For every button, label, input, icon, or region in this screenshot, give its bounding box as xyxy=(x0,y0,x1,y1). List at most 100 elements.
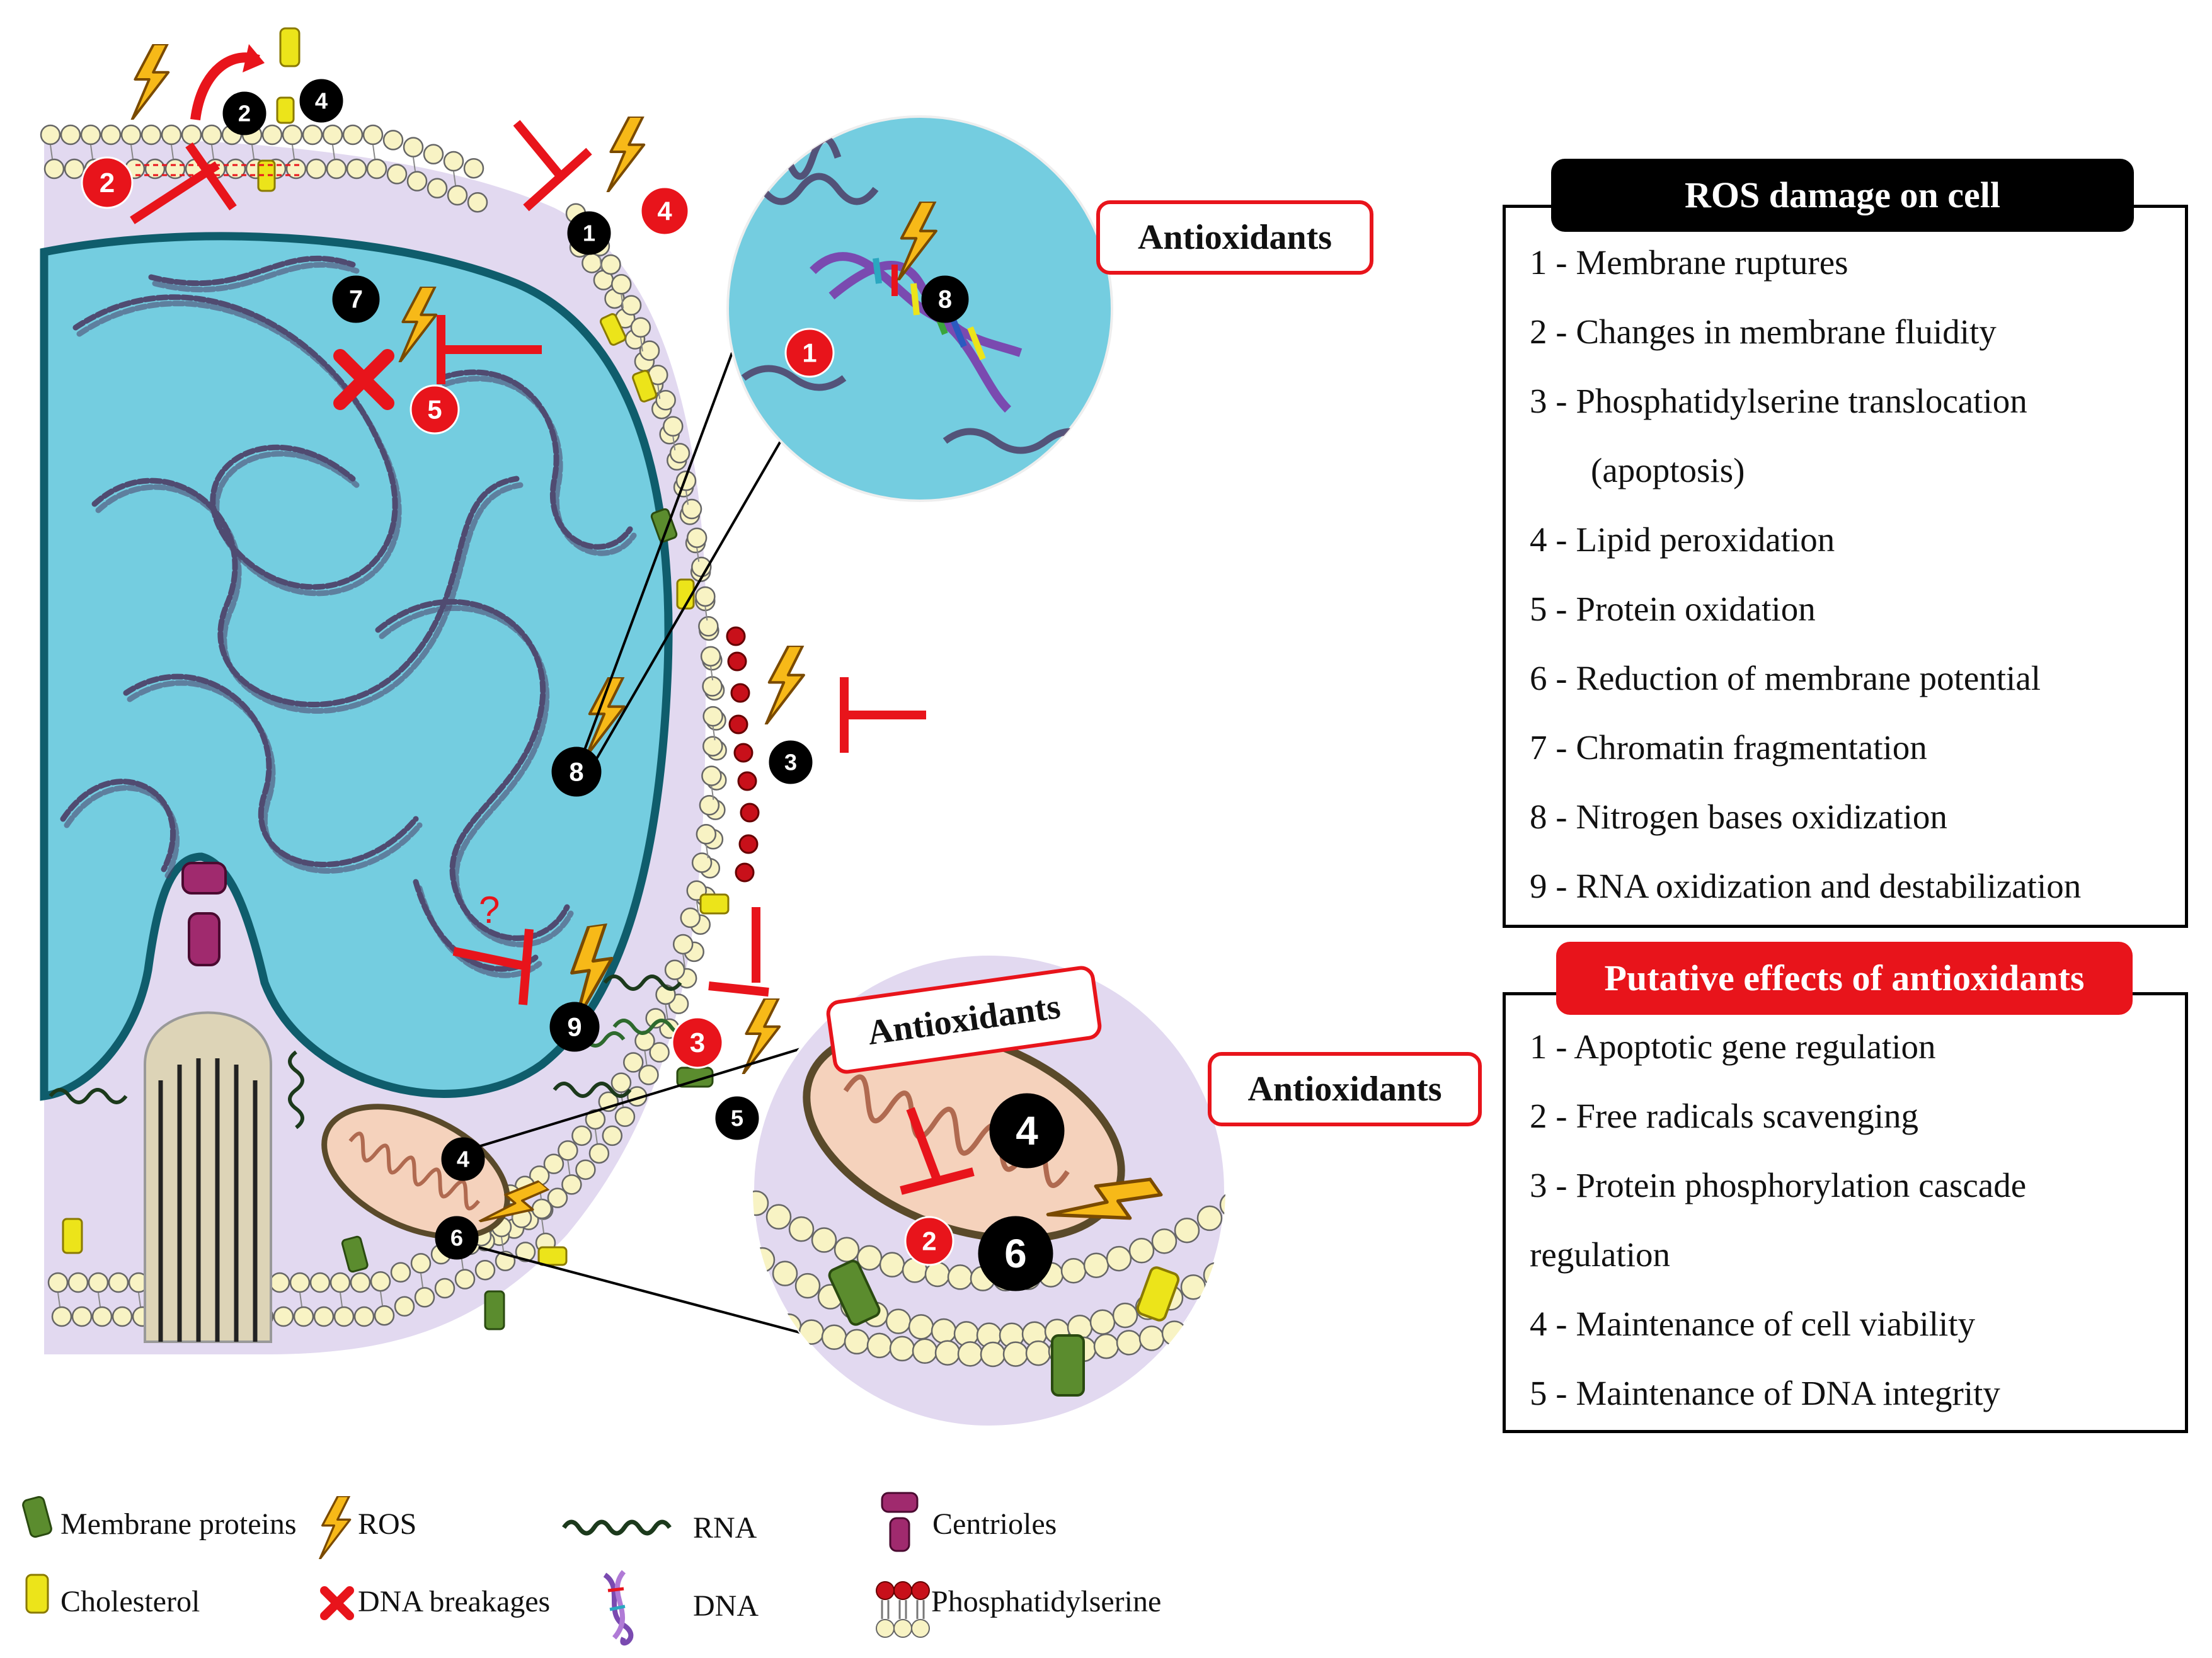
chromatin-fiber xyxy=(64,785,180,879)
lipid-tail xyxy=(705,844,709,859)
cholesterol-icon xyxy=(25,1574,49,1614)
black-badge-1: 1 xyxy=(567,211,611,255)
lipid-head xyxy=(326,158,347,180)
ros-item-1: 1 - Membrane ruptures xyxy=(1530,243,1848,282)
svg-text:6: 6 xyxy=(450,1225,463,1251)
lipid-tail xyxy=(712,726,716,741)
zoom-black-badge-4: 4 xyxy=(989,1093,1065,1169)
phosphatidylserine-cluster xyxy=(726,626,760,883)
lipid-tail xyxy=(621,294,624,309)
lipid-head xyxy=(333,1306,355,1327)
lipid-tail xyxy=(98,1292,101,1307)
lipid-head xyxy=(40,124,61,146)
lipid-head xyxy=(309,1272,331,1293)
lipid-head xyxy=(353,1306,375,1327)
lipid-head xyxy=(467,192,488,213)
black-badge-3: 3 xyxy=(769,740,813,784)
lipid-head xyxy=(957,1341,983,1367)
lipid-tail xyxy=(685,491,689,505)
lipid-head xyxy=(856,1245,883,1271)
lipid-head xyxy=(342,124,364,146)
lipid-head xyxy=(947,1264,973,1290)
lipid-head xyxy=(1227,1250,1251,1274)
lipid-head xyxy=(908,1314,934,1340)
lipid-head xyxy=(772,1261,798,1286)
lipid-tail xyxy=(711,786,714,800)
lipid-tail xyxy=(657,385,661,399)
lipid-head xyxy=(602,1125,623,1146)
lipid-head xyxy=(610,1072,632,1093)
lipid-head xyxy=(695,586,716,607)
ros-item-2: 2 - Changes in membrane fluidity xyxy=(1530,312,1997,351)
chromatin-fiber xyxy=(152,262,360,292)
legend-phosphatidylserine: Phosphatidylserine xyxy=(931,1585,1162,1618)
ros-icon xyxy=(318,1496,352,1559)
lipid-head xyxy=(912,1338,938,1364)
lipid-head xyxy=(67,1272,89,1293)
lipid-head xyxy=(382,130,404,151)
legend-centrioles: Centrioles xyxy=(932,1507,1057,1541)
lipid-head xyxy=(60,124,81,146)
lipid-head xyxy=(447,185,468,206)
lipid-head xyxy=(664,959,685,980)
lipid-tail xyxy=(90,144,93,159)
centriole-icon xyxy=(881,1492,919,1552)
lipid-head xyxy=(702,706,723,727)
lipid-head xyxy=(649,1042,670,1063)
lipid-head xyxy=(621,295,642,316)
membrane-protein-icon xyxy=(22,1495,52,1538)
lipid-head xyxy=(161,124,182,146)
lipid-head xyxy=(1112,1302,1138,1329)
lipid-head xyxy=(1219,1192,1225,1218)
lipid-head xyxy=(834,1237,860,1262)
lipid-head xyxy=(798,1319,825,1345)
red-badge-4: 4 xyxy=(639,186,690,236)
chromatin-fiber xyxy=(375,598,570,941)
lipid-head xyxy=(1161,1320,1188,1346)
lipid-head xyxy=(675,470,697,491)
lipid-tail xyxy=(138,1292,141,1307)
ros-damage-panel: 1 - Membrane ruptures 2 - Changes in mem… xyxy=(1503,205,2188,928)
black-badge-4: 4 xyxy=(299,79,343,123)
ros-icon xyxy=(606,117,646,192)
lipid-head xyxy=(293,1306,314,1327)
lipid-tail xyxy=(696,547,700,562)
lipid-head xyxy=(1083,1252,1109,1278)
legend-icons xyxy=(22,1492,930,1646)
lipid-head xyxy=(427,178,448,199)
antioxidant-effects-title: Putative effects of antioxidants xyxy=(1556,942,2133,1015)
svg-text:4: 4 xyxy=(657,196,672,226)
lipid-tail xyxy=(380,1291,383,1306)
lipid-head xyxy=(645,1008,666,1029)
red-badge-3: 3 xyxy=(671,1016,724,1069)
lipid-head xyxy=(1002,1341,1029,1367)
lipid-tail xyxy=(50,144,53,159)
lipid-tail xyxy=(696,900,699,915)
centrioles xyxy=(144,862,272,1343)
chromatin-fiber xyxy=(442,375,637,556)
lipid-head xyxy=(515,1242,536,1262)
lipid-tail xyxy=(541,1218,544,1233)
lipid-tail xyxy=(420,1273,423,1288)
lipid-head xyxy=(588,1143,610,1164)
red-badge-2: 2 xyxy=(904,1216,954,1266)
lipid-head xyxy=(753,1190,769,1216)
lipid-head xyxy=(1196,1205,1223,1232)
lipid-head xyxy=(696,824,717,845)
legend-ros: ROS xyxy=(358,1507,417,1541)
lipid-head xyxy=(374,1305,395,1326)
lipid-head xyxy=(201,124,222,146)
svg-text:5: 5 xyxy=(731,1106,743,1131)
ros-item-7: 7 - Chromatin fragmentation xyxy=(1530,728,1927,767)
lipid-head xyxy=(71,1306,93,1327)
lipid-head xyxy=(112,1306,133,1327)
lipid-head xyxy=(561,1174,582,1195)
lipid-head xyxy=(273,1306,294,1327)
dna-zoom-circle xyxy=(726,115,1113,502)
antiox-item-2: 2 - Free radicals scavenging xyxy=(1530,1097,1918,1135)
lipid-head xyxy=(571,1125,592,1146)
svg-text:2: 2 xyxy=(238,101,251,127)
phosphatidylserine-icon xyxy=(876,1581,930,1638)
inhibit-icon xyxy=(513,120,592,212)
